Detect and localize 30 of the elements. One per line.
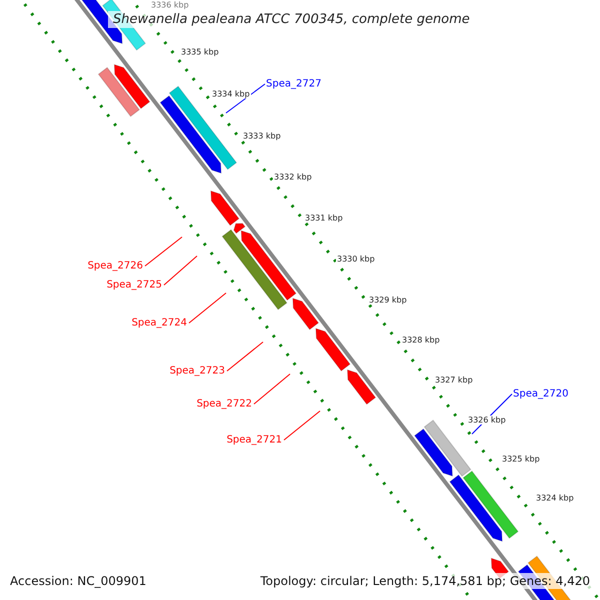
leader-line — [188, 292, 226, 324]
gene-label: Spea_2723 — [170, 366, 225, 376]
scale-label: 3326 kbp — [467, 416, 507, 424]
scale-label: 3329 kbp — [368, 296, 408, 304]
leader-line — [254, 374, 290, 404]
genome-info-text: Topology: circular; Length: 5,174,581 bp; Genes: 4,420 — [258, 573, 592, 589]
leader-line — [226, 84, 266, 114]
scale-label: 3335 kbp — [180, 48, 220, 56]
scale-label: 3328 kbp — [401, 336, 441, 344]
leader-line — [284, 410, 320, 440]
accession-text: Accession: NC_009901 — [8, 573, 148, 589]
scale-label: 3332 kbp — [273, 172, 313, 182]
gene-label: Spea_2721 — [226, 434, 282, 446]
scale-label: 3325 kbp — [501, 454, 541, 464]
scale-label: 3336 kbp — [150, 0, 190, 10]
gene-label: Spea_2725 — [106, 280, 162, 290]
leader-line — [144, 236, 182, 266]
gene-label: Spea_2727 — [266, 78, 322, 90]
scale-label: 3330 kbp — [336, 254, 376, 264]
scale-label: 3333 kbp — [242, 132, 282, 140]
gene-label: Spea_2724 — [132, 318, 187, 328]
scale-label: 3327 kbp — [434, 376, 474, 384]
gene-label: Spea_2722 — [196, 398, 252, 410]
gene-label: Spea_2720 — [513, 388, 568, 400]
leader-line — [164, 256, 198, 286]
scale-label: 3331 kbp — [304, 214, 344, 222]
scale-label: 3334 kbp — [211, 90, 251, 98]
gene-label: Spea_2726 — [88, 260, 143, 272]
leader-line — [226, 342, 264, 372]
scale-label: 3324 kbp — [535, 494, 575, 502]
